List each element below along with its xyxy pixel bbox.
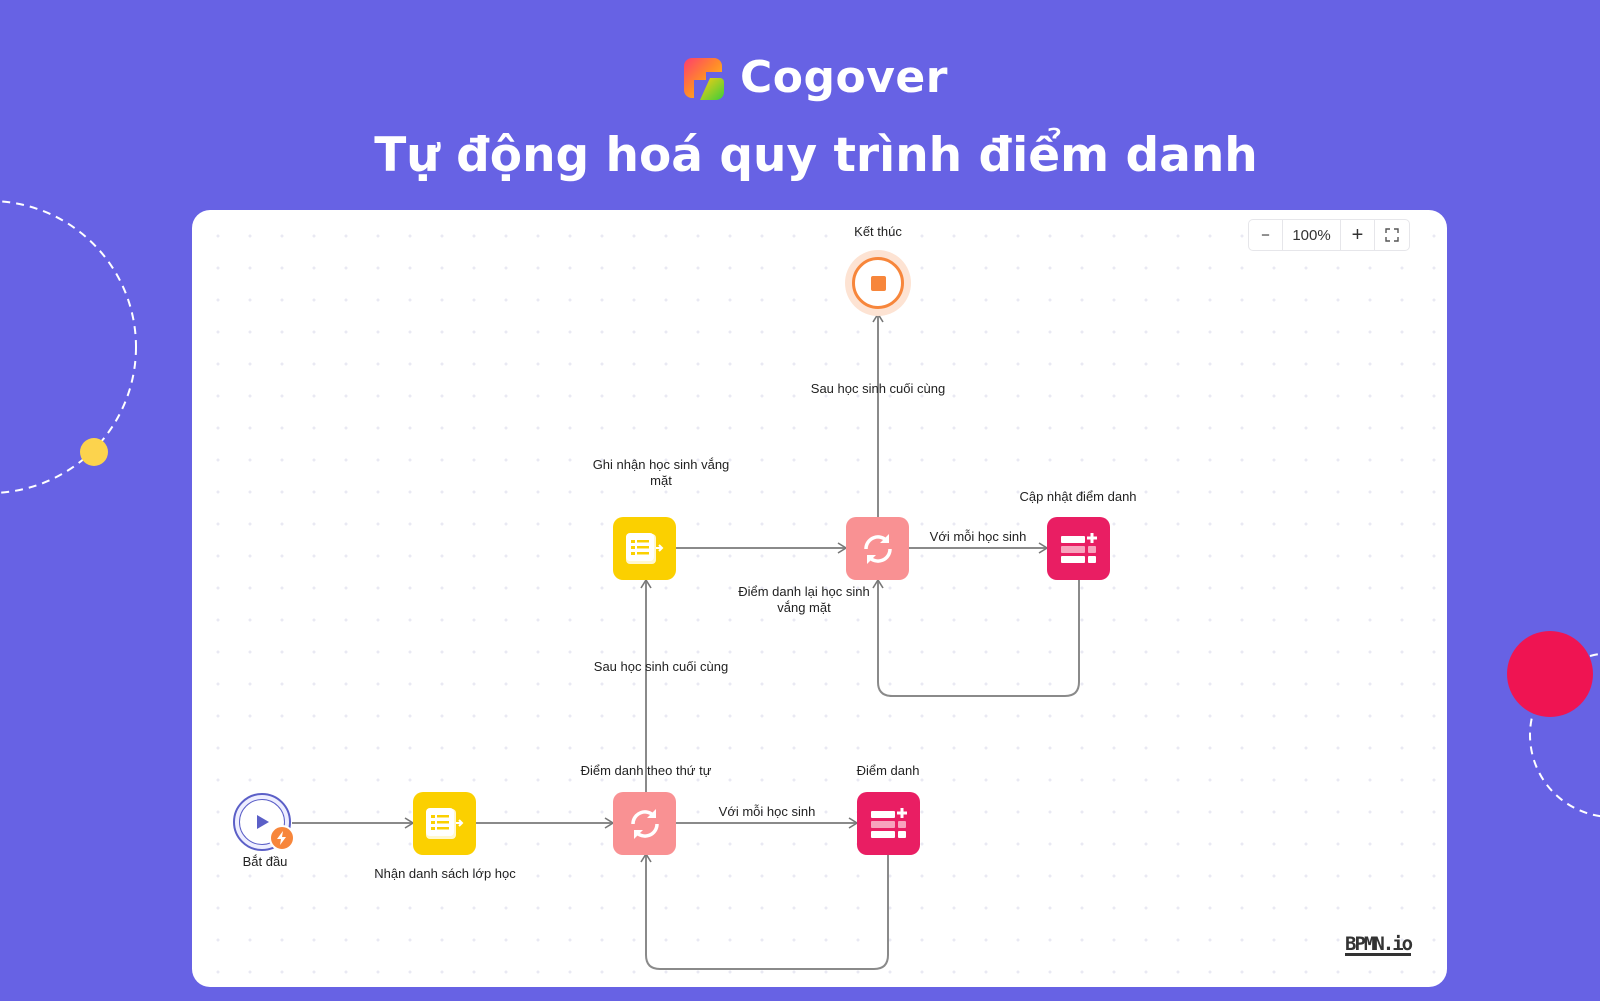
task-attendance[interactable]	[857, 792, 920, 855]
label-line: Ghi nhận học sinh vắng	[592, 457, 730, 472]
edge-label-each-student: Với mỗi học sinh	[718, 804, 816, 819]
edge-label-after-last: Sau học sinh cuối cùng	[810, 381, 946, 396]
task-get-class-list[interactable]	[413, 792, 476, 855]
loop-reattend-absent-label: Điểm danh lại học sinh vắng mặt	[738, 584, 870, 616]
task-update-attendance[interactable]	[1047, 517, 1110, 580]
lightning-icon	[269, 825, 295, 851]
diagram-canvas[interactable]	[192, 210, 1447, 987]
list-arrow-icon	[625, 532, 663, 564]
label-line: Điểm danh lại học sinh	[738, 584, 870, 599]
label-line: mặt	[650, 473, 672, 488]
table-add-icon	[870, 807, 907, 838]
edge-label-after-last: Sau học sinh cuối cùng	[593, 659, 729, 674]
loop-attendance-order-label: Điểm danh theo thứ tự	[580, 763, 712, 778]
fullscreen-button[interactable]	[1375, 220, 1409, 250]
cogover-logo-icon	[684, 57, 724, 100]
brand: Cogover	[682, 52, 948, 103]
red-circle	[1507, 631, 1593, 717]
list-arrow-icon	[425, 807, 463, 839]
loop-reattend-absent[interactable]	[846, 517, 909, 580]
task-attendance-label: Điểm danh	[856, 763, 920, 778]
table-add-icon	[1060, 532, 1097, 563]
bpmn-io-watermark[interactable]: BPMN.io	[1345, 933, 1413, 956]
loop-attendance-order[interactable]	[613, 792, 676, 855]
task-update-attendance-label: Cập nhật điểm danh	[1019, 489, 1137, 504]
task-get-class-list-label: Nhận danh sách lớp học	[374, 866, 516, 881]
zoom-level[interactable]: 100%	[1283, 220, 1341, 250]
fullscreen-icon	[1385, 228, 1399, 242]
zoom-out-button[interactable]: −	[1249, 220, 1283, 250]
brand-name: Cogover	[740, 52, 948, 103]
label-line: vắng mặt	[777, 600, 831, 615]
dashed-circle-left	[0, 200, 137, 494]
task-record-absent[interactable]	[613, 517, 676, 580]
yellow-dot	[80, 438, 108, 466]
edge-attendance-back-to-loop	[640, 852, 889, 970]
zoom-controls: − 100% +	[1248, 219, 1410, 251]
page-title: Tự động hoá quy trình điểm danh	[374, 128, 1258, 183]
stop-icon	[870, 275, 886, 291]
task-record-absent-label: Ghi nhận học sinh vắng mặt	[593, 457, 730, 489]
edge-label-each-student: Với mỗi học sinh	[929, 529, 1027, 544]
end-event[interactable]	[845, 250, 911, 316]
start-event-label: Bắt đầu	[242, 854, 288, 869]
zoom-in-button[interactable]: +	[1341, 220, 1375, 250]
dashed-circle-right	[1529, 652, 1600, 818]
edge-update-back-to-reloop	[872, 578, 1080, 697]
loop-icon	[630, 808, 659, 839]
loop-icon	[863, 533, 892, 564]
end-event-label: Kết thúc	[854, 224, 902, 239]
play-icon	[257, 815, 269, 829]
